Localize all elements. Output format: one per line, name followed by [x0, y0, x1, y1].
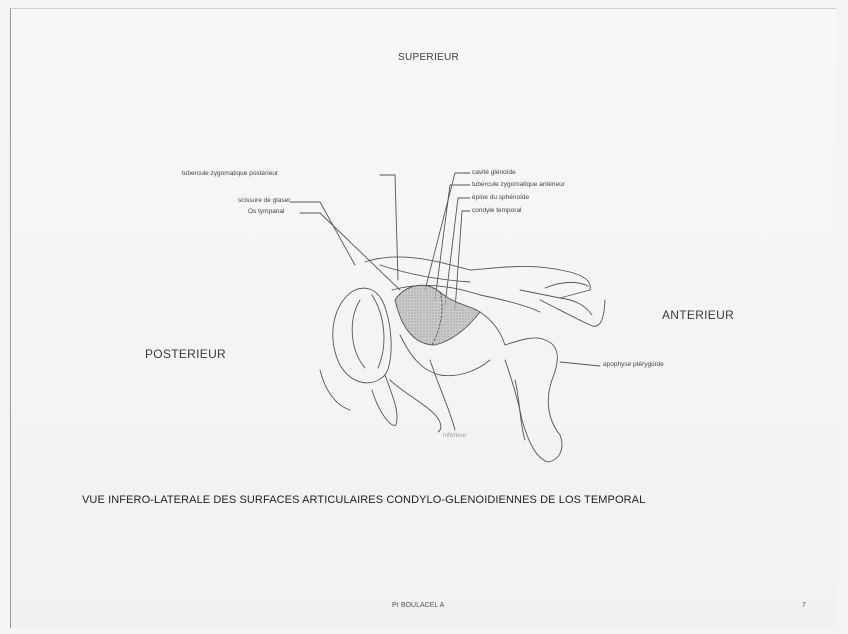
figure-caption: VUE INFERO-LATERALE DES SURFACES ARTICUL… — [82, 494, 645, 506]
orientation-anterior: ANTERIEUR — [662, 308, 734, 322]
orientation-inferior: inferieur — [443, 432, 466, 439]
label-apophyse-pterygoide: apophyse ptérygoïde — [603, 361, 664, 368]
glenoid-fossa — [395, 285, 480, 345]
pterygoid-process — [505, 338, 562, 462]
label-cavite-glenoide: cavité glénoïde — [472, 169, 516, 176]
leader-line — [290, 202, 355, 265]
label-condyle-temporal: condyle temporal — [472, 207, 522, 214]
leader-line — [425, 173, 470, 290]
label-tubercule-anterieur: tubercule zygomatique antérieur — [472, 181, 565, 188]
orientation-posterior: POSTERIEUR — [145, 347, 226, 361]
leader-line — [560, 362, 600, 366]
label-scissure-glaser: scissure de glaser — [238, 197, 290, 204]
label-tubercule-posterieur: tubercule zygomatique postérieur — [182, 170, 278, 177]
leader-line — [380, 175, 398, 280]
footer-author: Pr BOULACEL A — [392, 602, 444, 609]
leader-line — [455, 211, 470, 310]
label-os-tympanal: Os tympanal — [248, 208, 285, 215]
label-epine-sphenoide: épine du sphénoïde — [472, 194, 529, 201]
page-number: 7 — [802, 602, 806, 609]
zygomatic-arch — [365, 257, 590, 298]
tympanic-ring — [333, 288, 391, 383]
leader-line — [300, 213, 400, 290]
orientation-superior: SUPERIEUR — [398, 52, 459, 63]
